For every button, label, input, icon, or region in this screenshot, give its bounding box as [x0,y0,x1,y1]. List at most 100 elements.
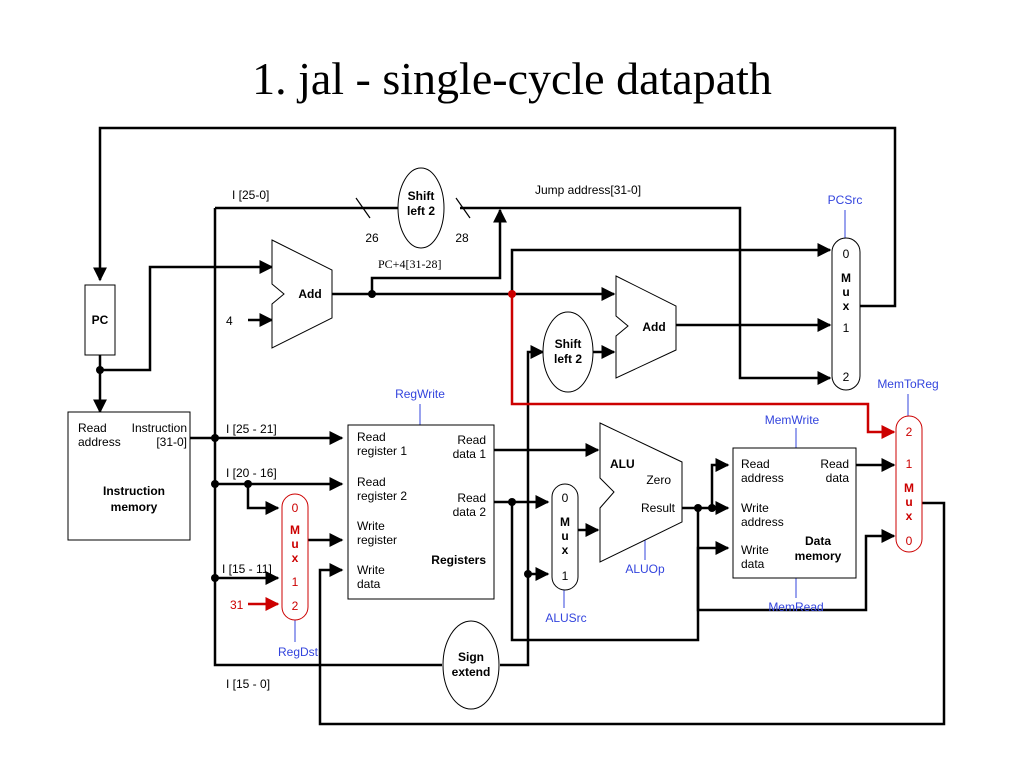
regdst-label: RegDst [278,645,319,659]
svg-text:2: 2 [292,599,299,613]
control-wires [294,210,909,642]
control-labels: PCSrc RegWrite MemWrite MemToReg ALUOp A… [278,193,939,659]
dmem-wd-line2: data [741,557,765,571]
dmem-name-line1: Data [805,534,831,548]
svg-text:u: u [905,495,912,509]
dmem-wa-line2: address [741,515,784,529]
regs-rd2-line2: data 2 [453,505,487,519]
mux-regdst: 0 M u x 1 2 [281,493,309,621]
imem-read-line2: address [78,435,121,449]
shift-top-line2: left 2 [407,204,435,218]
const-31-label: 31 [230,598,244,612]
i-15-0-label: I [15 - 0] [226,677,270,691]
shift-left-mid: Shift left 2 [542,311,594,393]
sign-extend: Sign extend [442,620,500,710]
alu-result: Result [641,501,676,515]
regs-wd-line2: data [357,577,381,591]
regs-rr2-line2: register 2 [357,489,407,503]
pc-label: PC [92,313,109,327]
svg-text:x: x [906,509,913,523]
svg-text:2: 2 [906,425,913,439]
shift-mid-line1: Shift [555,337,582,351]
bits-28-label: 28 [455,231,469,245]
alusrc-label: ALUSrc [545,611,586,625]
mux-memtoreg: 2 1 M u x 0 [895,415,923,553]
regs-rr1-line1: Read [357,430,386,444]
svg-text:M: M [290,523,300,537]
regs-rd1-line1: Read [457,433,486,447]
regs-rr1-line2: register 1 [357,444,407,458]
svg-text:1: 1 [906,457,913,471]
adder-pc-plus-4: Add [271,239,333,349]
sign-line2: extend [452,665,491,679]
svg-text:x: x [562,543,569,557]
svg-text:1: 1 [562,569,569,583]
memtoreg-label: MemToReg [877,377,938,391]
wires [93,126,946,726]
mux-alusrc: 0 M u x 1 [551,483,579,591]
svg-text:u: u [561,529,568,543]
regs-wr-line1: Write [357,519,385,533]
dmem-wa-line1: Write [741,501,769,515]
dmem-ra-line2: address [741,471,784,485]
regs-rd1-line2: data 1 [453,447,487,461]
alu-name: ALU [610,457,635,471]
page-title: 1. jal - single-cycle datapath [252,53,772,104]
register-file: Read register 1 Read register 2 Write re… [347,424,495,600]
dmem-name-line2: memory [795,549,842,563]
svg-text:M: M [841,271,851,285]
i-25-21-label: I [25 - 21] [226,422,277,436]
svg-text:x: x [292,551,299,565]
wire-labels: I [25-0] I [25 - 21] I [20 - 16] I [15 -… [222,183,641,691]
i-20-16-label: I [20 - 16] [226,466,277,480]
junction-dots [96,290,716,582]
svg-text:M: M [904,481,914,495]
svg-text:0: 0 [292,501,299,515]
memread-label: MemRead [768,600,823,614]
i-15-11-label: I [15 - 11] [222,562,272,576]
add2-label: Add [642,320,665,334]
regs-wd-line1: Write [357,563,385,577]
data-memory: Read address Write address Write data Re… [732,447,857,579]
dmem-ra-line1: Read [741,457,770,471]
alu-zero: Zero [646,473,671,487]
svg-text:0: 0 [843,247,850,261]
dmem-rd-line2: data [826,471,850,485]
aluop-label: ALUOp [625,562,665,576]
shift-left-top: Shift left 2 [397,167,445,249]
memwrite-label: MemWrite [765,413,820,427]
svg-text:1: 1 [843,321,850,335]
svg-text:u: u [291,537,298,551]
pc-register: PC [84,284,116,356]
pc4-label: PC+4[31-28] [378,257,441,271]
svg-text:x: x [843,299,850,313]
jump-address-label: Jump address[31-0] [535,183,641,197]
instruction-memory: Read address Instruction [31-0] Instruct… [67,411,191,541]
regs-name: Registers [431,553,486,567]
regs-rd2-line1: Read [457,491,486,505]
imem-instr-line1: Instruction [132,421,187,435]
shift-top-line1: Shift [408,189,435,203]
highlight-wires [248,294,896,611]
svg-text:1: 1 [292,575,299,589]
svg-text:u: u [842,285,849,299]
const-4-label: 4 [226,314,233,328]
shift-mid-line2: left 2 [554,352,582,366]
svg-text:M: M [560,515,570,529]
imem-instr-line2: [31-0] [156,435,187,449]
svg-text:2: 2 [843,370,850,384]
mux-pcsrc: 0 M u x 1 2 [831,237,861,391]
regwrite-label: RegWrite [395,387,445,401]
add1-label: Add [298,287,321,301]
svg-text:0: 0 [562,491,569,505]
alu: ALU Zero Result [599,422,683,563]
i-25-0-label: I [25-0] [232,188,269,202]
imem-name-line2: memory [111,500,158,514]
sign-line1: Sign [458,650,484,664]
imem-read-line1: Read [78,421,107,435]
adder-branch: Add [615,275,677,379]
svg-text:0: 0 [906,534,913,548]
imem-name-line1: Instruction [103,484,165,498]
regs-rr2-line1: Read [357,475,386,489]
